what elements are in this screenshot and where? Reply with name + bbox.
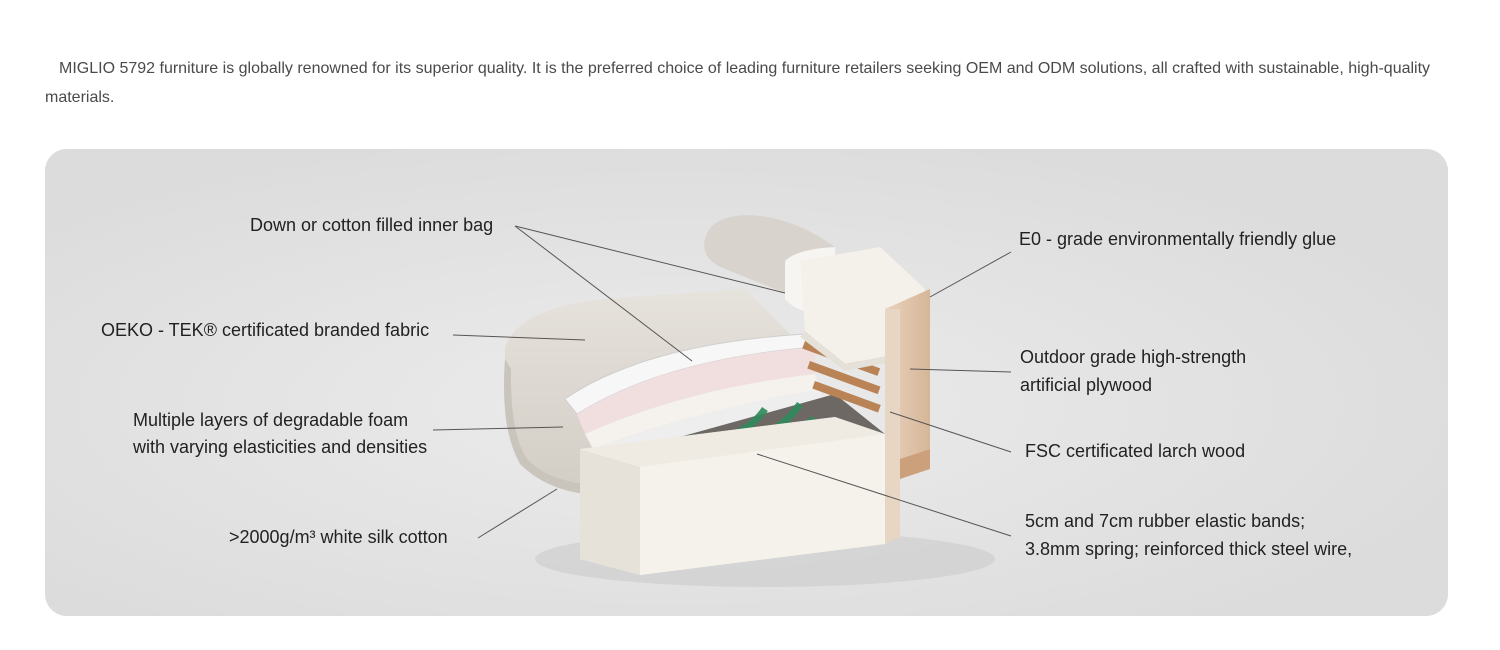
sofa-cutaway-illustration	[45, 149, 1448, 616]
label-foam-line1: Multiple layers of degradable foam	[133, 410, 409, 430]
intro-paragraph: MIGLIO 5792 furniture is globally renown…	[45, 60, 1431, 106]
label-glue: E0 - grade environmentally friendly glue	[1019, 229, 1337, 249]
label-silk-cotton: >2000g/m³ white silk cotton	[229, 527, 448, 547]
label-fabric: OEKO - TEK® certificated branded fabric	[101, 320, 430, 340]
label-plywood-line1: Outdoor grade high-strength	[1020, 347, 1247, 367]
label-foam-line2: with varying elasticities and densities	[133, 437, 428, 457]
label-bands-line2: 3.8mm spring; reinforced thick steel wir…	[1025, 539, 1353, 559]
label-larch: FSC certificated larch wood	[1025, 441, 1246, 461]
label-bands-line1: 5cm and 7cm rubber elastic bands;	[1025, 511, 1306, 531]
sofa-cutaway-diagram: Down or cotton filled inner bag OEKO - T…	[45, 149, 1448, 616]
label-plywood-line2: artificial plywood	[1020, 375, 1153, 395]
label-inner-bag: Down or cotton filled inner bag	[250, 215, 494, 235]
